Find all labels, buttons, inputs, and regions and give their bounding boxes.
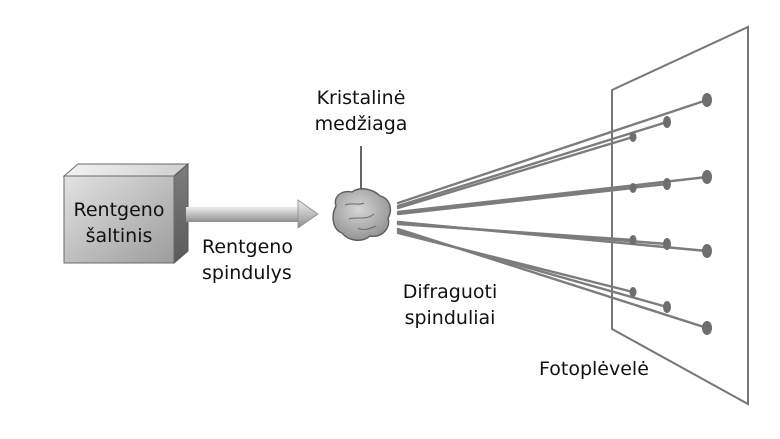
crystal-label: Kristalinė medžiaga [296, 85, 426, 137]
beam-arrowhead [297, 199, 319, 229]
diffracted-ray [396, 231, 635, 294]
xray-source-label: Rentgeno šaltinis [64, 197, 174, 249]
crystal-sample [332, 188, 392, 241]
diffraction-spot [663, 178, 671, 190]
diffracted-ray [396, 135, 635, 210]
diffraction-spot [629, 235, 637, 245]
diffraction-spot [663, 301, 671, 313]
xray-source-label-line1: Rentgeno [73, 199, 165, 221]
diffracted-rays-label-line1: Difraguoti [402, 281, 498, 303]
diffraction-spot [663, 238, 671, 250]
diffracted-rays-label: Difraguoti spinduliai [383, 279, 517, 331]
diffracted-rays-label-line2: spinduliai [404, 307, 496, 329]
crystal-label-line1: Kristalinė [316, 87, 406, 109]
xray-beam-label-line2: spindulys [202, 262, 292, 284]
diffraction-spot [629, 132, 637, 142]
diffracted-ray [396, 186, 635, 216]
source-box-side [173, 162, 189, 265]
diffracted-rays [396, 98, 709, 330]
diffraction-spots [629, 93, 712, 335]
source-box-top [62, 163, 190, 177]
crystal-label-line2: medžiaga [314, 113, 408, 135]
source-box-front [63, 175, 175, 264]
diffracted-ray [396, 120, 669, 208]
film-label: Fotoplėvelė [539, 358, 649, 380]
diffracted-ray [396, 98, 709, 205]
diffraction-spot [702, 93, 712, 107]
photographic-film-frame [611, 25, 749, 406]
diffraction-spot [663, 116, 671, 128]
xray-beam-label: Rentgeno spindulys [202, 234, 293, 286]
diffraction-spot [629, 287, 637, 297]
xray-source-label-line2: šaltinis [85, 225, 153, 247]
xray-beam-arrow [186, 199, 319, 229]
diffraction-spot [702, 321, 712, 335]
diffraction-spot [629, 183, 637, 193]
diffraction-spot [702, 244, 712, 258]
xray-beam-label-line1: Rentgeno [202, 236, 293, 258]
xray-source-box [62, 162, 190, 265]
diffracted-ray [396, 222, 635, 242]
beam-shaft [186, 207, 300, 222]
diffracted-ray [396, 175, 709, 214]
diffraction-spot [702, 170, 712, 184]
